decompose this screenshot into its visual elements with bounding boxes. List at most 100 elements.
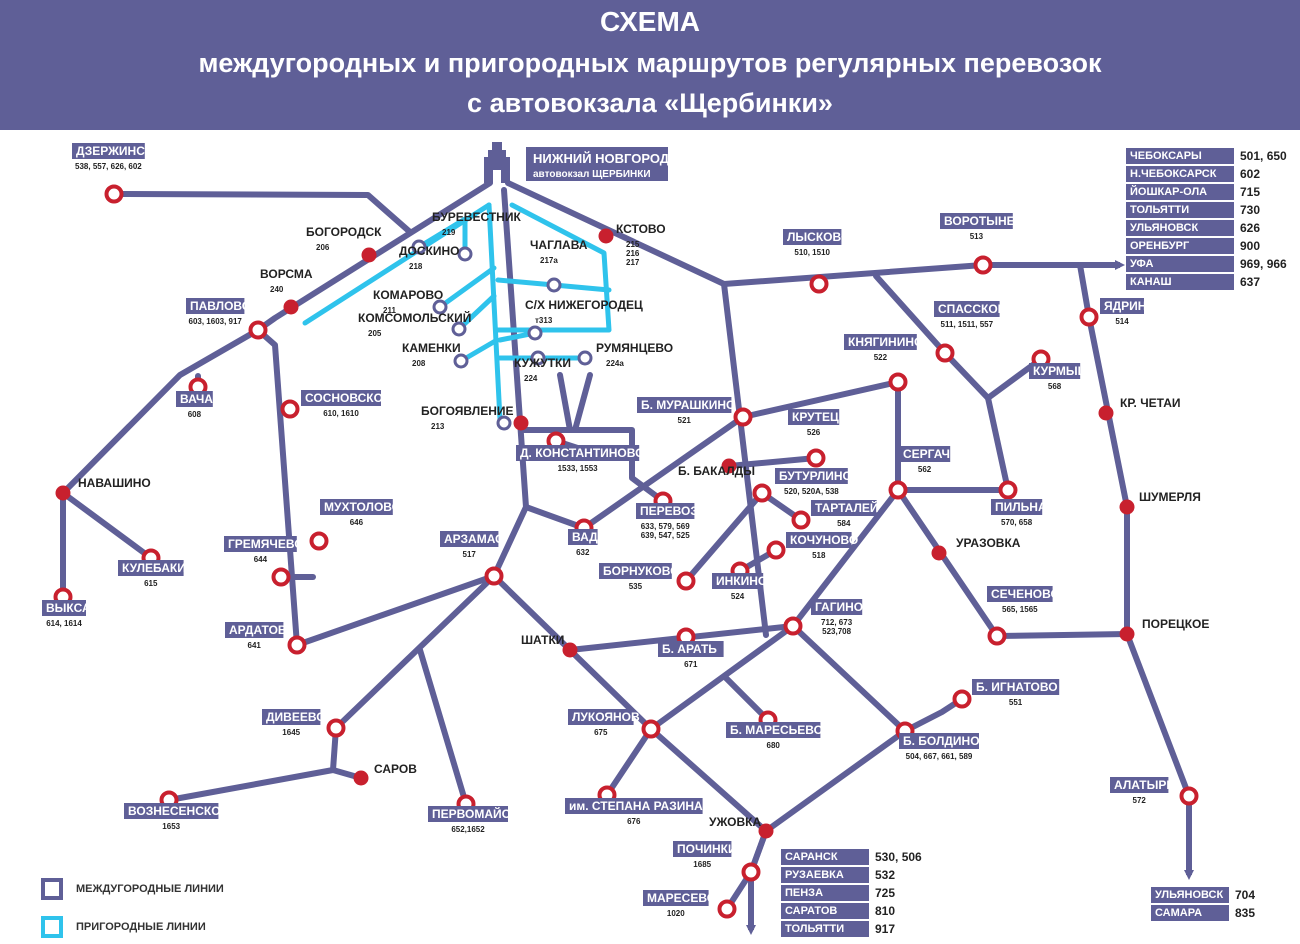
label-bg-perevoz xyxy=(636,503,695,519)
stop-name-vacha: ВАЧА xyxy=(180,392,213,406)
stop-routes-alatyr: 572 xyxy=(1133,796,1147,805)
stop-marker-burevestnik xyxy=(457,246,473,262)
label-bg-vacha xyxy=(176,391,213,407)
stop-name-sx_nizh: С/Х НИЖЕГОРОДЕЦ xyxy=(525,298,643,312)
stop-marker-komsomolsky xyxy=(451,321,467,337)
label-bg-kochunovo xyxy=(786,532,852,548)
stop-routes-b_maresevo: 680 xyxy=(767,741,781,750)
stop-name-mukhtolovo: МУХТОЛОВО xyxy=(324,500,401,514)
stop-routes-b_murashkino: 521 xyxy=(678,416,692,425)
label-bg-yadrin xyxy=(1100,298,1144,314)
stop-name-sosnovskoe: СОСНОВСКОЕ xyxy=(305,391,391,405)
table-routes: 969, 966 xyxy=(1240,257,1287,271)
label-bg-b_arat xyxy=(658,641,724,657)
table-city: УЛЬЯНОВСК xyxy=(1126,220,1234,236)
stop-name-rumyantsevo: РУМЯНЦЕВО xyxy=(596,341,673,355)
stop-routes-gremyachevo: 644 xyxy=(254,555,268,564)
stop-routes-kuzhutki: 224 xyxy=(524,374,538,383)
stop-routes-maresevo: 1020 xyxy=(667,909,685,918)
stop-name-kr_chetai: КР. ЧЕТАИ xyxy=(1120,396,1181,410)
stop-routes-komarovo: 211 xyxy=(383,306,396,315)
stop-routes-stepana_razina: 676 xyxy=(627,817,641,826)
stop-marker-kameni xyxy=(453,353,469,369)
stop-marker-kstovo xyxy=(598,228,614,244)
stop-name-lyskovo: ЛЫСКОВО xyxy=(787,230,850,244)
stop-name-pavlovo: ПАВЛОВО xyxy=(190,299,251,313)
label-bg-b_boldino xyxy=(899,733,979,749)
label-bg-stepana_razina xyxy=(565,798,703,814)
stop-routes-doskino: 218 xyxy=(409,262,423,271)
stop-routes-mukhtolovo: 646 xyxy=(350,518,364,527)
map-subtitle-line2: с автовокзала «Щербинки» xyxy=(467,88,833,118)
intercity-line xyxy=(873,273,1044,401)
table-routes: 810 xyxy=(875,904,896,918)
stop-name-shatki: ШАТКИ xyxy=(521,633,564,647)
intercity-line xyxy=(505,180,1118,287)
stop-name-spasskoe: СПАССКОЕ xyxy=(938,302,1006,316)
stop-name-komarovo: КОМАРОВО xyxy=(373,288,443,302)
intercity-line xyxy=(491,573,769,912)
table-city: УФА xyxy=(1126,256,1234,272)
stop-marker-doskino xyxy=(411,239,427,255)
stop-marker-sx_nizh xyxy=(527,325,543,341)
stop-name-voznesenskoe: ВОЗНЕСЕНСКОЕ xyxy=(128,804,229,818)
stop-routes-lukoyanov: 675 xyxy=(594,728,608,737)
stop-marker-spasskoe xyxy=(935,343,955,363)
stop-routes-kurmysh: 568 xyxy=(1048,382,1062,391)
stop-routes-b_boldino: 504, 667, 661, 589 xyxy=(906,752,973,761)
suburban-line xyxy=(486,202,503,423)
stop-name-d_konstantinovo: Д. КОНСТАНТИНОВО xyxy=(520,446,644,460)
stop-routes-kstovo: 215 xyxy=(626,240,640,249)
stop-marker-shumerlya xyxy=(1119,499,1135,515)
stop-marker-kochunovo xyxy=(766,540,786,560)
stop-name-sarov: САРОВ xyxy=(374,762,417,776)
intercity-line xyxy=(166,725,339,803)
label-bg-spasskoe xyxy=(934,301,1000,317)
hub-subtitle: автовокзал ЩЕРБИНКИ xyxy=(533,169,651,180)
stop-routes-vorotynets: 513 xyxy=(970,232,984,241)
label-bg-gremyachevo xyxy=(224,536,297,552)
stop-name-b_arat: Б. АРАТЬ xyxy=(662,642,717,656)
table-city: КАНАШ xyxy=(1126,274,1234,290)
stop-routes-voznesenskoe: 1653 xyxy=(162,822,180,831)
intercity-line xyxy=(417,647,469,807)
stop-marker-gagino xyxy=(783,616,803,636)
label-bg-knyaginino xyxy=(844,334,917,350)
stop-marker-vorsma xyxy=(283,299,299,315)
stop-routes-gagino: 523,708 xyxy=(822,627,851,636)
stop-marker-kr_chetai xyxy=(1098,405,1114,421)
intercity-line xyxy=(763,728,908,834)
stop-marker-tartaley xyxy=(791,510,811,530)
stop-routes-d_konstantinovo: 1533, 1553 xyxy=(558,464,599,473)
stop-routes-bogoyavlenie: 213 xyxy=(431,422,445,431)
table-city: РУЗАЕВКА xyxy=(781,867,869,883)
stop-name-urazovka: УРАЗОВКА xyxy=(956,536,1021,550)
table-city: САМАРА xyxy=(1151,905,1229,921)
stop-routes-kulebaki: 615 xyxy=(144,579,158,588)
stop-routes-b_ignatovo: 551 xyxy=(1009,698,1023,707)
table-routes: 501, 650 xyxy=(1240,149,1287,163)
stop-name-dzerzhinsk: ДЗЕРЖИНСК xyxy=(76,144,153,158)
stop-name-pervomaysk: ПЕРВОМАЙСК xyxy=(432,806,518,821)
stop-routes-knyaginino: 522 xyxy=(874,353,888,362)
intercity-line xyxy=(648,623,796,732)
label-bg-b_murashkino xyxy=(637,397,732,413)
stop-routes-buturlino: 520, 520А, 538 xyxy=(784,487,839,496)
stop-routes-vorsma: 240 xyxy=(270,285,284,294)
stop-marker-kuzhutki xyxy=(530,350,546,366)
stop-name-yadrin: ЯДРИН xyxy=(1104,299,1146,313)
label-bg-diveevo xyxy=(262,709,321,725)
stop-marker-poretskoe xyxy=(1119,626,1135,642)
stop-marker-uzhovka xyxy=(758,823,774,839)
stop-routes-kstovo: 217 xyxy=(626,258,640,267)
intercity-line xyxy=(255,327,300,648)
stop-name-krutets: КРУТЕЦ xyxy=(792,410,839,424)
hub-name: НИЖНИЙ НОВГОРОД xyxy=(533,151,670,166)
stop-marker-lyskovo xyxy=(809,274,829,294)
label-bg-d_konstantinovo xyxy=(516,445,640,461)
stop-name-alatyr: АЛАТЫРЬ xyxy=(1114,778,1175,792)
kremlin-tower-icon xyxy=(484,142,510,183)
